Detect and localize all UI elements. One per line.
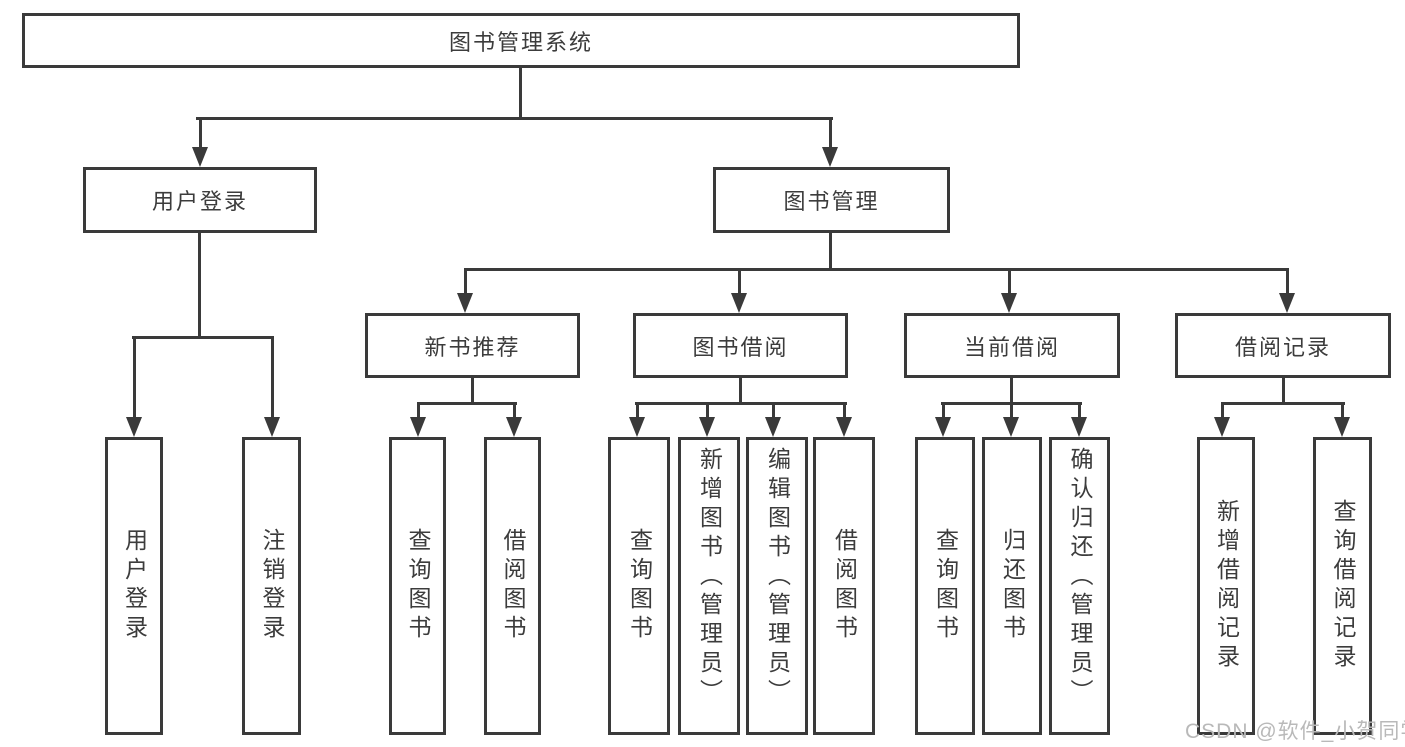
connector-stem (1286, 268, 1289, 296)
arrowhead-down-icon (1001, 293, 1017, 313)
node-query-books: 查询图书 (608, 437, 670, 735)
node-label: 借阅图书 (831, 528, 858, 644)
node-label: 新增借阅记录 (1213, 499, 1240, 673)
connector-stem (738, 268, 741, 296)
arrowhead-down-icon (1214, 417, 1230, 437)
node-label: 新书推荐 (424, 334, 521, 360)
connector-vline (198, 231, 201, 338)
node-edit-books-admin: 编辑图书（管理员） (746, 437, 808, 735)
connector-stem (1078, 402, 1081, 419)
node-library-management-system: 图书管理系统 (22, 13, 1020, 68)
connector-stem (464, 268, 467, 296)
connector-stem (133, 336, 136, 419)
node-label: 查询图书 (405, 528, 431, 644)
node-label: 图书借阅 (692, 334, 789, 360)
arrowhead-down-icon (1003, 417, 1019, 437)
node-new-book-recommendation: 新书推荐 (365, 313, 580, 378)
arrowhead-down-icon (457, 293, 473, 313)
node-borrowing-records: 借阅记录 (1175, 313, 1391, 378)
arrowhead-down-icon (699, 417, 715, 437)
node-label: 借阅图书 (500, 528, 526, 644)
connector-stem (1221, 402, 1224, 419)
connector-vline (1282, 376, 1285, 405)
arrowhead-down-icon (1334, 417, 1350, 437)
connector-vline (829, 231, 832, 271)
arrowhead-down-icon (822, 147, 838, 167)
connector-stem (417, 402, 420, 419)
node-label: 确认归还（管理员） (1067, 447, 1093, 708)
arrowhead-down-icon (410, 417, 426, 437)
node-label: 用户登录 (121, 528, 148, 644)
connector-stem (1010, 402, 1013, 419)
node-return-books: 归还图书 (982, 437, 1042, 735)
connector-hline (464, 268, 1289, 271)
node-label: 查询图书 (932, 528, 959, 644)
arrowhead-down-icon (629, 417, 645, 437)
connector-hline (635, 402, 847, 405)
node-borrow-books: 借阅图书 (484, 437, 541, 735)
connector-vline (471, 376, 474, 405)
arrowhead-down-icon (126, 417, 142, 437)
arrowhead-down-icon (506, 417, 522, 437)
node-label: 图书管理 (783, 189, 880, 214)
connector-hline (417, 402, 517, 405)
connector-hline (196, 117, 833, 120)
arrowhead-down-icon (731, 293, 747, 313)
node-book-management: 图书管理 (713, 167, 950, 233)
csdn-watermark: CSDN @软件_小贺同学 (1185, 720, 1405, 743)
arrowhead-down-icon (192, 147, 208, 167)
node-label: 图书管理系统 (448, 29, 593, 55)
node-add-books-admin: 新增图书（管理员） (678, 437, 740, 735)
node-user-login-action: 用户登录 (105, 437, 163, 735)
node-label: 新增图书（管理员） (696, 447, 723, 708)
node-query-books: 查询图书 (915, 437, 975, 735)
node-logout: 注销登录 (242, 437, 301, 735)
connector-stem (772, 402, 775, 419)
connector-vline (739, 376, 742, 405)
node-user-login: 用户登录 (83, 167, 317, 233)
arrowhead-down-icon (935, 417, 951, 437)
node-current-borrowing: 当前借阅 (904, 313, 1120, 378)
node-label: 用户登录 (151, 189, 248, 214)
connector-hline (1221, 402, 1345, 405)
node-query-books: 查询图书 (389, 437, 446, 735)
node-label: 当前借阅 (963, 334, 1060, 360)
node-label: 注销登录 (259, 528, 285, 644)
node-label: 查询借阅记录 (1330, 499, 1356, 673)
connector-stem (706, 402, 709, 419)
arrowhead-down-icon (836, 417, 852, 437)
connector-vline (1010, 376, 1013, 405)
arrowhead-down-icon (1279, 293, 1295, 313)
node-confirm-return-admin: 确认归还（管理员） (1049, 437, 1110, 735)
node-label: 查询图书 (626, 528, 653, 644)
connector-stem (829, 117, 832, 149)
node-add-borrow-record: 新增借阅记录 (1197, 437, 1255, 735)
connector-stem (1008, 268, 1011, 296)
connector-vline (519, 66, 522, 118)
connector-hline (132, 336, 274, 339)
connector-stem (199, 117, 202, 149)
node-label: 编辑图书（管理员） (764, 447, 791, 708)
arrowhead-down-icon (264, 417, 280, 437)
node-label: 归还图书 (999, 528, 1026, 644)
node-query-borrow-record: 查询借阅记录 (1313, 437, 1372, 735)
arrowhead-down-icon (765, 417, 781, 437)
node-borrow-books: 借阅图书 (813, 437, 875, 735)
connector-stem (636, 402, 639, 419)
connector-stem (843, 402, 846, 419)
connector-stem (1341, 402, 1344, 419)
node-label: 借阅记录 (1234, 334, 1331, 360)
connector-stem (513, 402, 516, 419)
arrowhead-down-icon (1071, 417, 1087, 437)
node-book-borrowing: 图书借阅 (633, 313, 848, 378)
connector-stem (271, 336, 274, 419)
connector-stem (942, 402, 945, 419)
